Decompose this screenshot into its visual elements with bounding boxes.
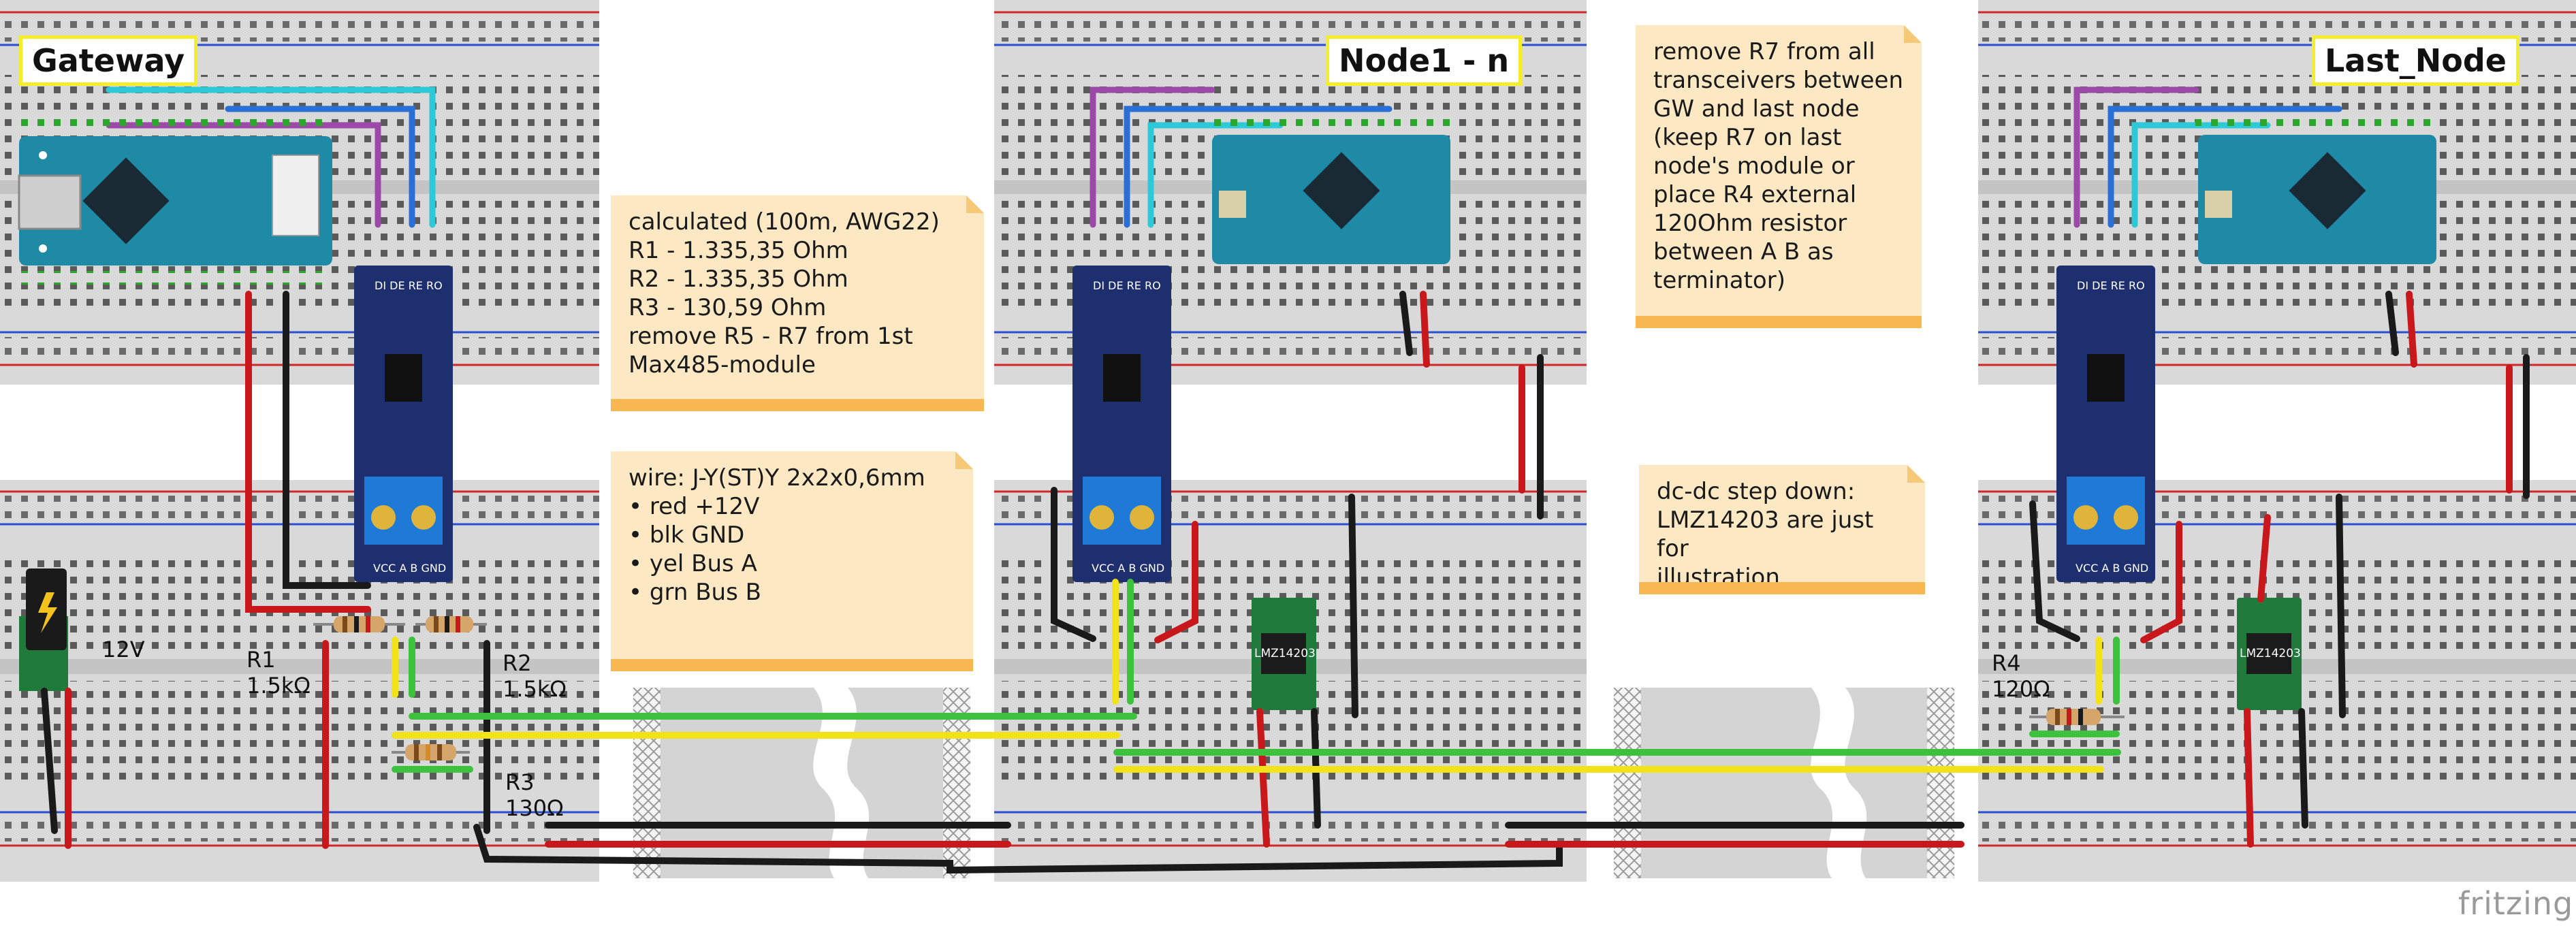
note-fold bbox=[1907, 465, 1925, 483]
dcdc-chip-label: LMZ14203 bbox=[1254, 647, 1316, 660]
arduino-nano-board bbox=[18, 136, 332, 266]
module-pins-top-label: DI DE RE RO bbox=[375, 279, 443, 292]
r4-name-label: R4 bbox=[1992, 650, 2021, 676]
module-pins-bottom-label: VCC A B GND bbox=[2076, 562, 2148, 575]
r3-value-label: 130Ω bbox=[505, 795, 564, 821]
note-line: terminator) bbox=[1653, 267, 1785, 294]
calc-line: R3 - 130,59 Ohm bbox=[629, 294, 827, 321]
calc-line: R2 - 1.335,35 Ohm bbox=[629, 266, 848, 293]
note-line: LMZ14203 are just for bbox=[1657, 507, 1874, 562]
wire-purple-node1 bbox=[1090, 86, 1215, 228]
wire-black-node1-dcdc bbox=[1348, 494, 1358, 718]
wire-red-gateway-vcc bbox=[245, 291, 371, 613]
resistor-r4 bbox=[2029, 709, 2125, 725]
wire-black-last-pm bbox=[2385, 291, 2399, 356]
note-fold bbox=[966, 195, 984, 213]
node1-label: Node1 - n bbox=[1326, 35, 1523, 86]
dcdc-note: dc-dc step down: LMZ14203 are just for i… bbox=[1639, 465, 1925, 594]
connected-holes bbox=[18, 271, 331, 285]
note-line: GW and last node bbox=[1653, 95, 1860, 123]
wire-list: red +12V blk GND yel Bus A grn Bus B bbox=[629, 492, 955, 607]
note-line: place R4 external bbox=[1653, 181, 1857, 208]
note-line: between A B as bbox=[1653, 238, 1834, 266]
note-line: (keep R7 on last bbox=[1653, 124, 1842, 151]
note-line: node's module or bbox=[1653, 153, 1855, 180]
r2-name-label: R2 bbox=[503, 650, 532, 676]
wire-list-item: grn Bus B bbox=[629, 578, 955, 607]
module-pins-top-label: DI DE RE RO bbox=[2077, 279, 2145, 292]
r1-name-label: R1 bbox=[247, 647, 276, 673]
calc-line: calculated (100m, AWG22) bbox=[629, 208, 940, 236]
wire-list-item: yel Bus A bbox=[629, 549, 955, 578]
note-line: remove R7 from all bbox=[1653, 38, 1875, 65]
wire-cyan-gateway bbox=[106, 86, 436, 228]
wire-red-node1-vcc bbox=[1154, 521, 1198, 643]
wire-blue-node1 bbox=[1124, 106, 1393, 228]
max485-module-gateway: DI DE RE RO VCC A B GND bbox=[354, 266, 453, 582]
pro-mini-board-lastnode bbox=[2198, 135, 2436, 264]
wire-red-last-pm bbox=[2406, 291, 2417, 368]
wire-blue-lastnode bbox=[2108, 106, 2342, 228]
calc-line: remove R5 - R7 from 1st bbox=[629, 323, 913, 350]
wire-black-jack bbox=[41, 688, 58, 834]
calc-line: Max485-module bbox=[629, 351, 816, 379]
wire-black-last-gnd bbox=[2029, 500, 2080, 642]
note-line: transceivers between bbox=[1653, 67, 1904, 94]
wire-red-node1-pm bbox=[1420, 291, 1430, 368]
wire-black-node1-gnd bbox=[1051, 487, 1096, 642]
connected-holes bbox=[18, 119, 331, 133]
resistor-r1 bbox=[313, 616, 405, 632]
dcdc-chip-label: LMZ14203 bbox=[2240, 647, 2301, 660]
calculation-note: calculated (100m, AWG22) R1 - 1.335,35 O… bbox=[611, 195, 984, 411]
fritzing-brand: fritzing bbox=[2458, 885, 2574, 922]
wire-purple-lastnode bbox=[2073, 86, 2199, 228]
wire-red-last-vcc bbox=[2140, 521, 2182, 643]
gateway-label: Gateway bbox=[19, 35, 198, 86]
cable-break-right bbox=[1614, 688, 1954, 878]
note-fold bbox=[1904, 25, 1922, 43]
module-pins-top-label: DI DE RE RO bbox=[1093, 279, 1161, 292]
note-line: illustration bbox=[1657, 564, 1780, 591]
connected-holes bbox=[2195, 119, 2437, 133]
note-line: dc-dc step down: bbox=[1657, 478, 1856, 505]
max485-module-lastnode: DI DE RE RO VCC A B GND bbox=[2056, 266, 2155, 582]
dcdc-converter-node1: LMZ14203 bbox=[1252, 598, 1316, 710]
calc-line: R1 - 1.335,35 Ohm bbox=[629, 237, 848, 264]
last-node-label: Last_Node bbox=[2312, 35, 2519, 86]
resistor-r3 bbox=[392, 744, 470, 760]
power-bus-wires bbox=[41, 291, 2530, 874]
note-fold bbox=[955, 451, 973, 469]
wire-red-last-dcdc bbox=[2244, 708, 2254, 848]
note-line: 120Ohm resistor bbox=[1653, 210, 1847, 237]
dcdc-converter-lastnode: LMZ14203 bbox=[2237, 598, 2302, 710]
r2-value-label: 1.5kΩ bbox=[503, 676, 567, 702]
wire-list-item: blk GND bbox=[629, 521, 955, 549]
wire-black-node1-pm bbox=[1399, 291, 1413, 356]
r4-value-label: 120Ω bbox=[1992, 676, 2050, 702]
wire-black-gateway-gnd bbox=[283, 291, 371, 589]
wire-note: wire: J-Y(ST)Y 2x2x0,6mm red +12V blk GN… bbox=[611, 451, 973, 671]
module-pins-bottom-label: VCC A B GND bbox=[373, 562, 446, 575]
connected-holes bbox=[1209, 119, 1451, 133]
wire-blue-gateway bbox=[225, 106, 415, 228]
resistor-r2 bbox=[415, 616, 487, 632]
wire-list-item: red +12V bbox=[629, 492, 955, 521]
r3-name-label: R3 bbox=[505, 769, 535, 795]
max485-module-node1: DI DE RE RO VCC A B GND bbox=[1072, 266, 1171, 582]
wire-red-last-r4 bbox=[2257, 514, 2271, 603]
module-pins-bottom-label: VCC A B GND bbox=[1092, 562, 1164, 575]
wire-black-last-dcdc bbox=[2336, 494, 2346, 718]
pro-mini-board-node1 bbox=[1212, 135, 1450, 264]
breadboard-gateway-bottom bbox=[0, 480, 599, 882]
wire-title: wire: J-Y(ST)Y 2x2x0,6mm bbox=[629, 464, 925, 492]
power-voltage-label: 12V bbox=[102, 637, 145, 662]
power-jack bbox=[19, 568, 68, 691]
wire-red-node1-dcdc bbox=[1256, 708, 1270, 848]
remove-r7-note: remove R7 from all transceivers between … bbox=[1636, 25, 1922, 328]
r1-value-label: 1.5kΩ bbox=[247, 673, 311, 699]
wire-black-bottom-loop bbox=[473, 824, 1563, 874]
wire-black-last-dcdc-out bbox=[2298, 708, 2308, 829]
